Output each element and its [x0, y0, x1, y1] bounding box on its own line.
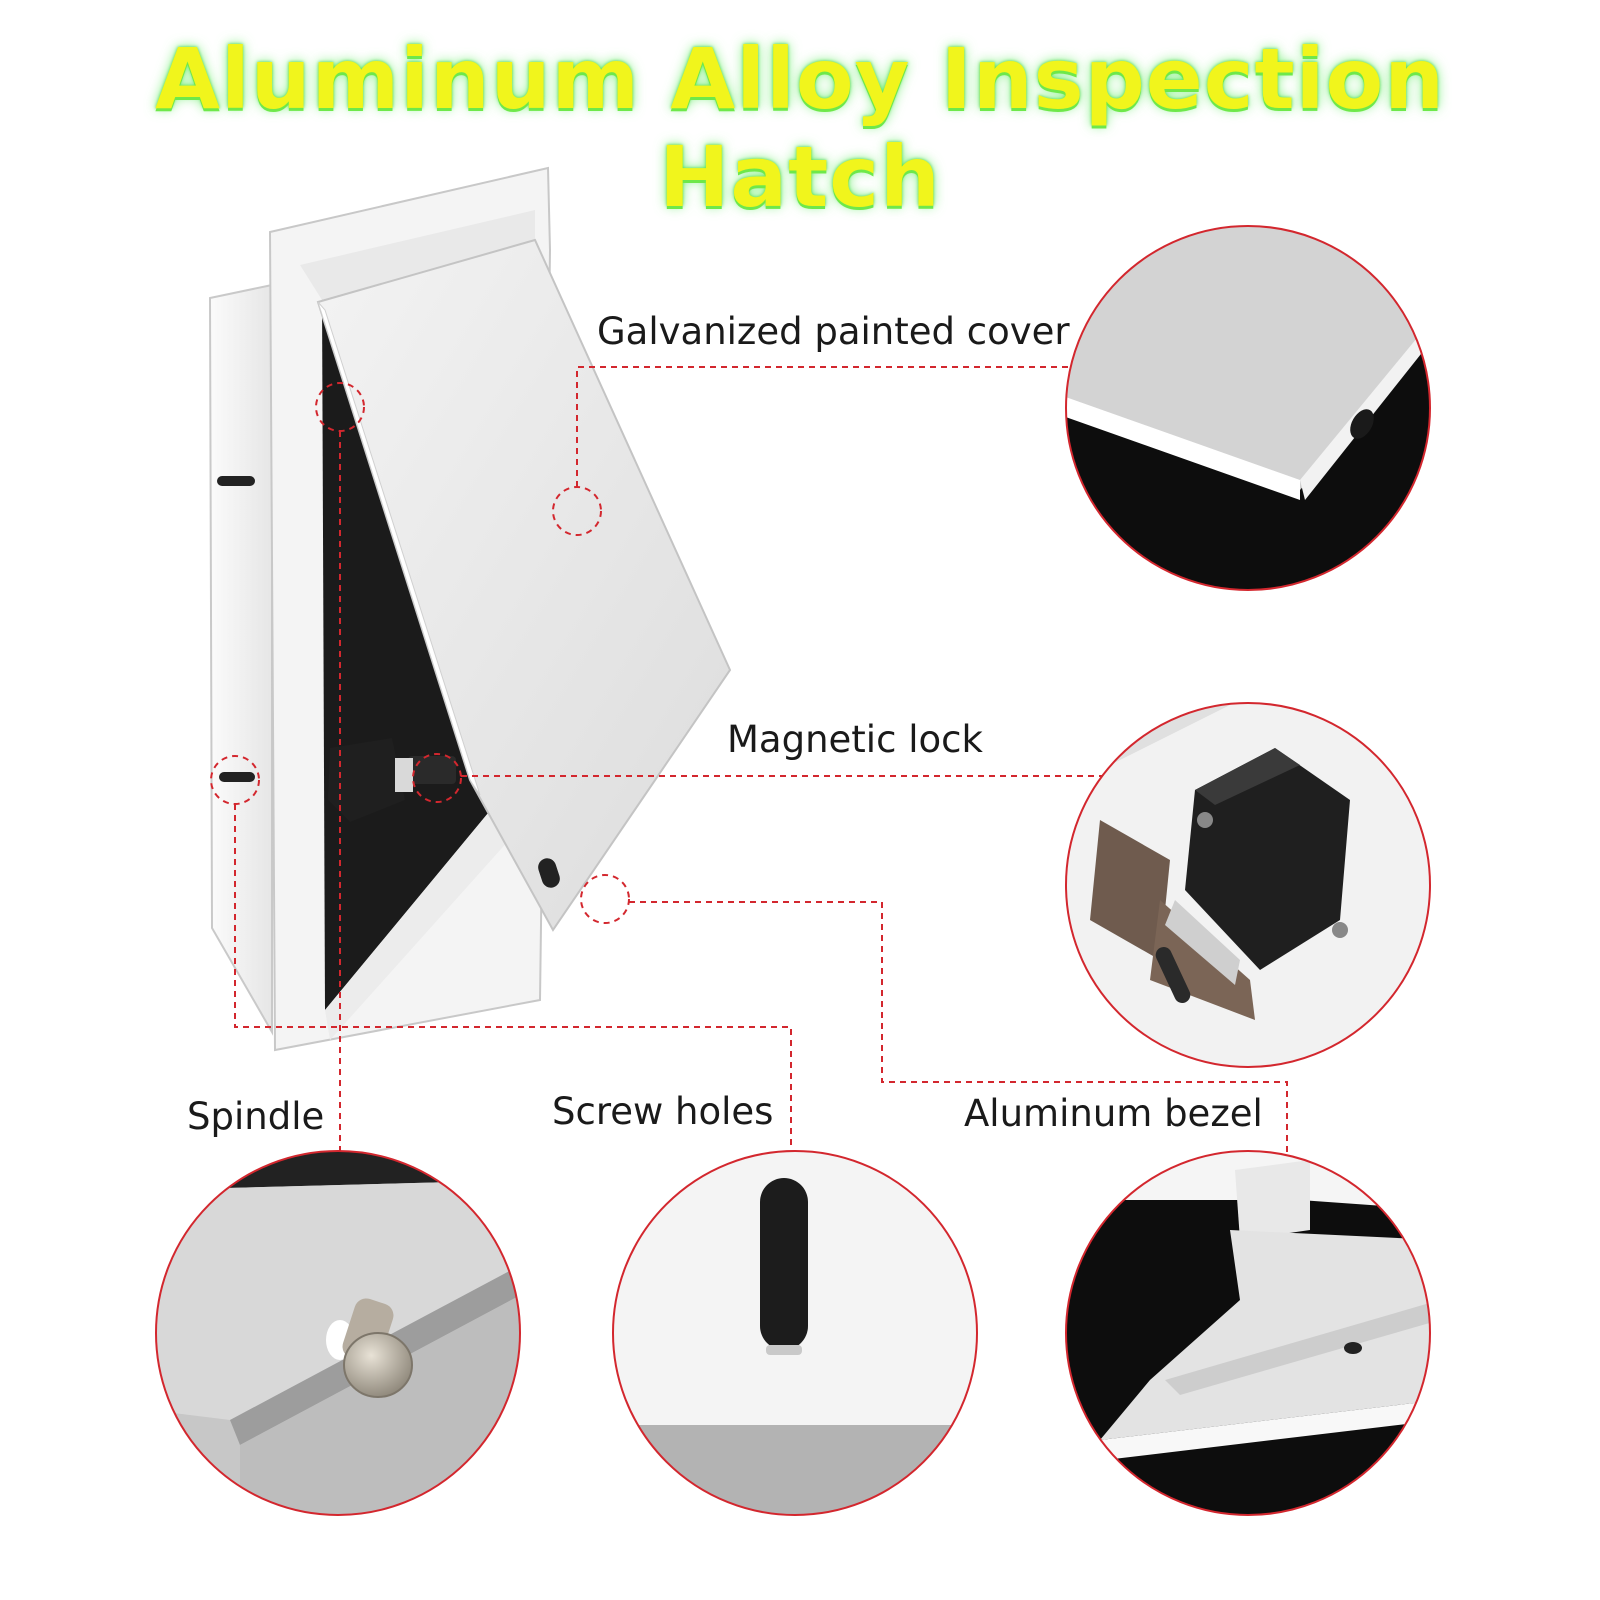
hatch-inner-frame-bottom [325, 760, 545, 1040]
hatch-lid-edge [317, 301, 481, 796]
callout-marker-lock [412, 753, 462, 803]
detail-circle-bezel [1065, 1150, 1431, 1516]
callout-label-spindle: Spindle [187, 1095, 325, 1138]
callout-line-cover [576, 366, 1086, 487]
screw-hole [217, 476, 255, 486]
detail-circle-spindle [155, 1150, 521, 1516]
magnetic-lock [328, 738, 456, 822]
detail-circle-cover [1065, 225, 1431, 591]
callout-line-bezel [629, 901, 1288, 1152]
hatch-main-image [208, 166, 732, 1052]
hatch-inner-frame [300, 210, 535, 300]
callout-marker-bezel [580, 874, 630, 924]
screw-hole [219, 772, 255, 782]
hatch-back-frame [208, 283, 273, 1036]
callout-label-screw-holes: Screw holes [552, 1090, 774, 1133]
callout-label-lock: Magnetic lock [727, 718, 983, 761]
page-title: Aluminum Alloy Inspection Hatch [154, 30, 1445, 226]
callout-line-screw-holes [234, 804, 792, 1147]
detail-circle-lock [1065, 702, 1431, 1068]
callout-label-cover: Galvanized painted cover [597, 310, 1070, 353]
callout-lines [210, 366, 1288, 1158]
lid-slot [538, 858, 560, 888]
callout-label-bezel: Aluminum bezel [964, 1092, 1263, 1135]
detail-circle-screw-holes [612, 1150, 978, 1516]
